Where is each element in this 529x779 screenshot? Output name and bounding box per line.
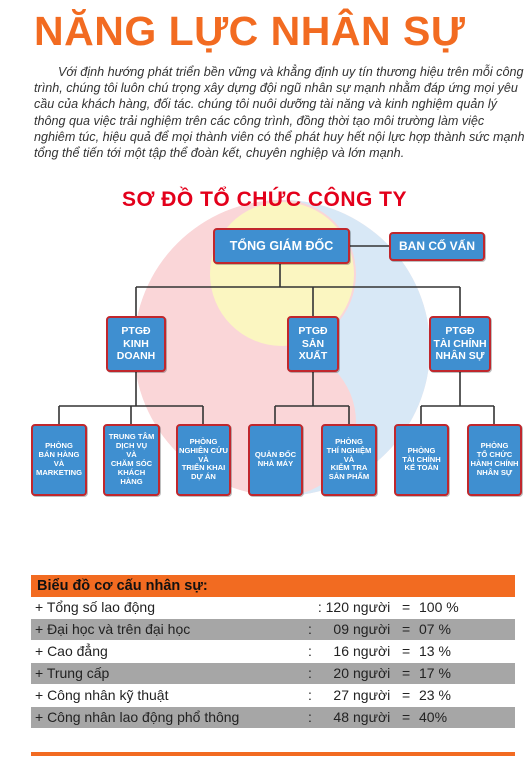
- stats-label: + Tổng số lao động: [35, 599, 156, 615]
- deputy-box-production: PTGĐ SẢN XUẤT: [287, 316, 339, 372]
- dept-box-admin-hr: PHÒNG TỔ CHỨC HÀNH CHÍNH NHÂN SỰ: [467, 424, 522, 496]
- stats-unit: người: [353, 643, 391, 659]
- bottom-divider: [31, 752, 515, 756]
- stats-row: + Trung cấp : 20 người = 17 %: [31, 663, 515, 684]
- dept-box-research-projects: PHÒNG NGHIÊN CỨU VÀ TRIỂN KHAI DỰ ÁN: [176, 424, 231, 496]
- stats-count: 27: [333, 687, 349, 703]
- dept-box-factory-manager: QUẢN ĐỐC NHÀ MÁY: [248, 424, 303, 496]
- stats-equals: =: [402, 687, 411, 703]
- deputy-box-finance-hr: PTGĐ TÀI CHÍNH NHÂN SỰ: [429, 316, 491, 372]
- stats-unit: người: [353, 621, 391, 637]
- stats-count: : 120: [317, 599, 349, 615]
- stats-label: + Công nhân lao động phổ thông: [35, 709, 240, 725]
- stats-header: Biểu đồ cơ cấu nhân sự:: [31, 575, 515, 597]
- stats-count: 20: [333, 665, 349, 681]
- dept-box-finance-accounting: PHÒNG TÀI CHÍNH KẾ TOÁN: [394, 424, 449, 496]
- stats-percent: 100 %: [419, 599, 459, 615]
- stats-row: + Công nhân kỹ thuật : 27 người = 23 %: [31, 685, 515, 706]
- advisor-box: BAN CỐ VẤN: [389, 232, 485, 261]
- org-chart-title: SƠ ĐỒ TỔ CHỨC CÔNG TY: [121, 188, 407, 211]
- stats-label: + Trung cấp: [35, 665, 110, 681]
- connector-lines: [58, 245, 495, 424]
- ceo-box: TỔNG GIÁM ĐỐC: [213, 228, 350, 264]
- stats-percent: 23 %: [419, 687, 451, 703]
- stats-percent: 40%: [419, 709, 448, 725]
- stats-unit: người: [353, 687, 391, 703]
- stats-unit: người: [353, 599, 391, 615]
- stats-label: + Cao đẳng: [35, 643, 108, 659]
- stats-colon: :: [308, 687, 312, 703]
- stats-row: + Tổng số lao động : 120 người = 100 %: [31, 597, 515, 618]
- stats-percent: 13 %: [419, 643, 451, 659]
- page-title: NĂNG LỰC NHÂN SỰ: [34, 8, 466, 54]
- stats-row: + Công nhân lao động phổ thông : 48 ngườ…: [31, 707, 515, 728]
- stats-label: + Công nhân kỹ thuật: [35, 687, 169, 703]
- stats-equals: =: [402, 643, 411, 659]
- stats-colon: :: [308, 643, 312, 659]
- stats-percent: 07 %: [419, 621, 451, 637]
- stats-colon: :: [308, 621, 312, 637]
- stats-equals: =: [402, 621, 411, 637]
- stats-row: + Cao đẳng : 16 người = 13 %: [31, 641, 515, 662]
- stats-count: 09: [333, 621, 349, 637]
- stats-equals: =: [402, 599, 411, 615]
- stats-colon: :: [308, 709, 312, 725]
- stats-equals: =: [402, 709, 411, 725]
- deputy-box-business: PTGĐ KINH DOANH: [106, 316, 166, 372]
- stats-equals: =: [402, 665, 411, 681]
- stats-percent: 17 %: [419, 665, 451, 681]
- dept-box-customer-service: TRUNG TÂM DỊCH VỤ VÀ CHĂM SÓC KHÁCH HÀNG: [103, 424, 160, 496]
- stats-colon: :: [308, 665, 312, 681]
- stats-unit: người: [353, 665, 391, 681]
- stats-count: 48: [333, 709, 349, 725]
- stats-row: + Đại học và trên đại học : 09 người = 0…: [31, 619, 515, 640]
- dept-box-lab-quality: PHÒNG THÍ NGHIỆM VÀ KIỂM TRA SẢN PHẨM: [321, 424, 377, 496]
- stats-label: + Đại học và trên đại học: [35, 621, 191, 637]
- stats-count: 16: [333, 643, 349, 659]
- stats-unit: người: [353, 709, 391, 725]
- intro-paragraph: Với định hướng phát triển bền vững và kh…: [34, 65, 525, 161]
- dept-box-sales-marketing: PHÒNG BÁN HÀNG VÀ MARKETING: [31, 424, 87, 496]
